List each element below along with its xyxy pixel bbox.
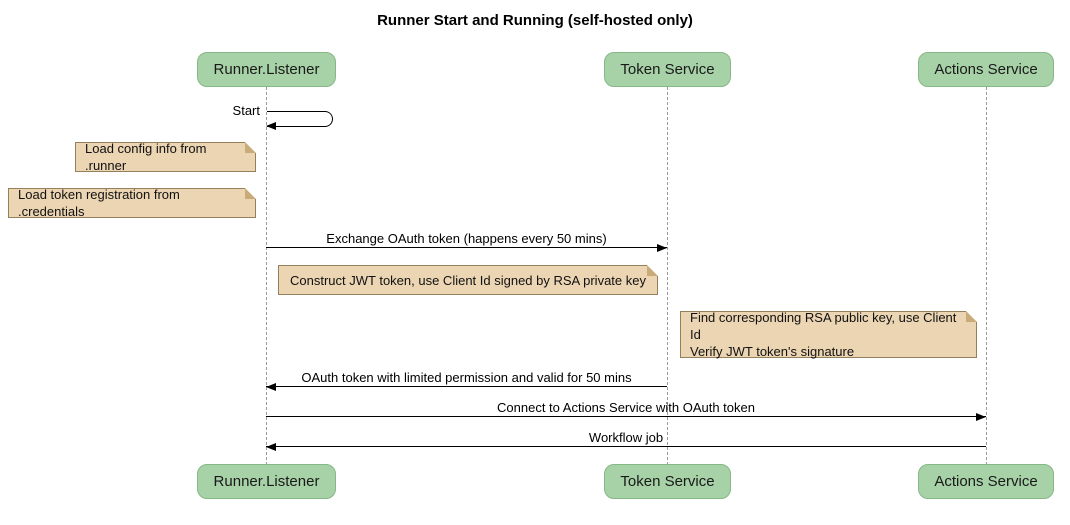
message-label: Workflow job <box>588 430 664 445</box>
message-line <box>266 413 986 421</box>
note-fold-icon <box>647 265 658 276</box>
message-connect-actions: Connect to Actions Service with OAuth to… <box>266 400 986 421</box>
arrowhead-right-icon <box>976 413 986 421</box>
message-exchange-oauth: Exchange OAuth token (happens every 50 m… <box>266 231 667 252</box>
note-text: Load config info from .runner <box>85 141 207 173</box>
message-label: Exchange OAuth token (happens every 50 m… <box>326 231 607 246</box>
arrowhead-left-icon <box>266 443 276 451</box>
lifeline-runner-listener <box>266 87 267 465</box>
note-load-token-registration: Load token registration from .credential… <box>8 187 256 219</box>
arrowhead-left-icon <box>266 122 276 130</box>
message-line <box>266 383 667 391</box>
message-workflow-job: Workflow job <box>266 430 986 451</box>
note-load-config: Load config info from .runner <box>75 141 256 173</box>
actor-actions-service-bottom: Actions Service <box>918 464 1054 499</box>
diagram-title: Runner Start and Running (self-hosted on… <box>377 12 693 29</box>
actor-actions-service-top: Actions Service <box>918 52 1054 87</box>
note-text: Load token registration from .credential… <box>18 187 180 219</box>
message-label: Connect to Actions Service with OAuth to… <box>497 400 755 415</box>
actor-runner-listener-bottom: Runner.Listener <box>197 464 336 499</box>
lifeline-token-service <box>667 87 668 465</box>
note-construct-jwt: Construct JWT token, use Client Id signe… <box>278 265 658 295</box>
self-message-label: Start <box>232 103 260 118</box>
arrowhead-right-icon <box>657 244 667 252</box>
note-text: Construct JWT token, use Client Id signe… <box>290 272 646 288</box>
note-verify-jwt: Find corresponding RSA public key, use C… <box>680 310 977 359</box>
message-oauth-token-return: OAuth token with limited permission and … <box>266 370 667 391</box>
note-text: Find corresponding RSA public key, use C… <box>690 310 957 359</box>
actor-runner-listener-top: Runner.Listener <box>197 52 336 87</box>
note-fold-icon <box>245 188 256 199</box>
message-label: OAuth token with limited permission and … <box>301 370 632 385</box>
note-fold-icon <box>966 311 977 322</box>
message-line <box>266 443 986 451</box>
note-fold-icon <box>245 142 256 153</box>
actor-token-service-top: Token Service <box>604 52 731 87</box>
lifeline-actions-service <box>986 87 987 465</box>
message-line <box>266 244 667 252</box>
self-message-loop-arrow <box>266 111 333 130</box>
arrowhead-left-icon <box>266 383 276 391</box>
actor-token-service-bottom: Token Service <box>604 464 731 499</box>
